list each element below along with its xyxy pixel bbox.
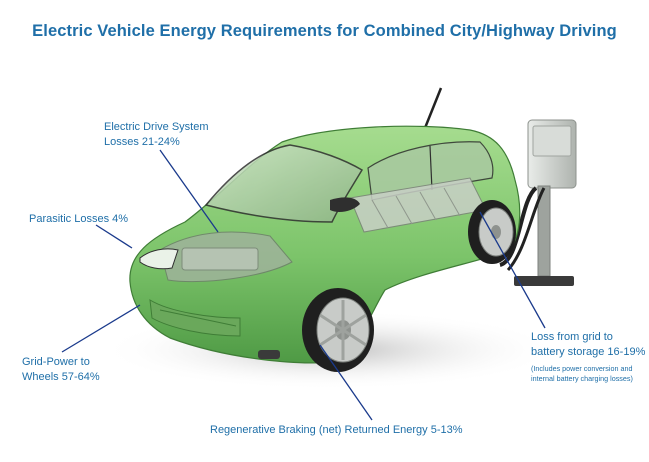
- label-parasitic-text: Parasitic Losses 4%: [29, 213, 129, 225]
- leader-grid-loss: [479, 211, 546, 329]
- charging-station: [499, 119, 577, 286]
- label-electric-drive-line-2: Losses 21-24%: [104, 136, 180, 148]
- label-grid-loss-note: (Includes power conversion and internal …: [531, 364, 633, 384]
- leader-grid-power: [61, 304, 141, 353]
- label-grid-to-battery-loss: Loss from grid to battery storage 16-19%: [531, 330, 645, 360]
- label-regenerative-braking: Regenerative Braking (net) Returned Ener…: [210, 423, 463, 438]
- car-body: [129, 125, 521, 364]
- leader-parasitic: [95, 224, 133, 249]
- label-grid-loss-line-1: Loss from grid to: [531, 331, 613, 343]
- diagram-title: Electric Vehicle Energy Requirements for…: [32, 22, 617, 40]
- label-electric-drive-losses: Electric Drive System Losses 21-24%: [104, 120, 209, 150]
- label-grid-loss-note-line-1: (Includes power conversion and: [531, 364, 633, 373]
- label-grid-power-line-1: Grid-Power to: [22, 356, 90, 368]
- label-electric-drive-line-1: Electric Drive System: [104, 121, 209, 133]
- label-regen-text: Regenerative Braking (net) Returned Ener…: [210, 424, 463, 436]
- rear-wheel: [468, 200, 516, 264]
- label-grid-power-line-2: Wheels 57-64%: [22, 371, 100, 383]
- leader-regen: [319, 344, 373, 421]
- label-parasitic-losses: Parasitic Losses 4%: [29, 212, 128, 227]
- antenna: [423, 87, 443, 129]
- label-grid-loss-line-2: battery storage 16-19%: [531, 346, 646, 358]
- label-grid-loss-note-line-2: internal battery charging losses): [531, 374, 633, 383]
- leader-electric-drive: [159, 149, 219, 233]
- leader-lines: [61, 149, 546, 421]
- front-wheel: [302, 288, 374, 372]
- label-grid-power-to-wheels: Grid-Power to Wheels 57-64%: [22, 355, 100, 385]
